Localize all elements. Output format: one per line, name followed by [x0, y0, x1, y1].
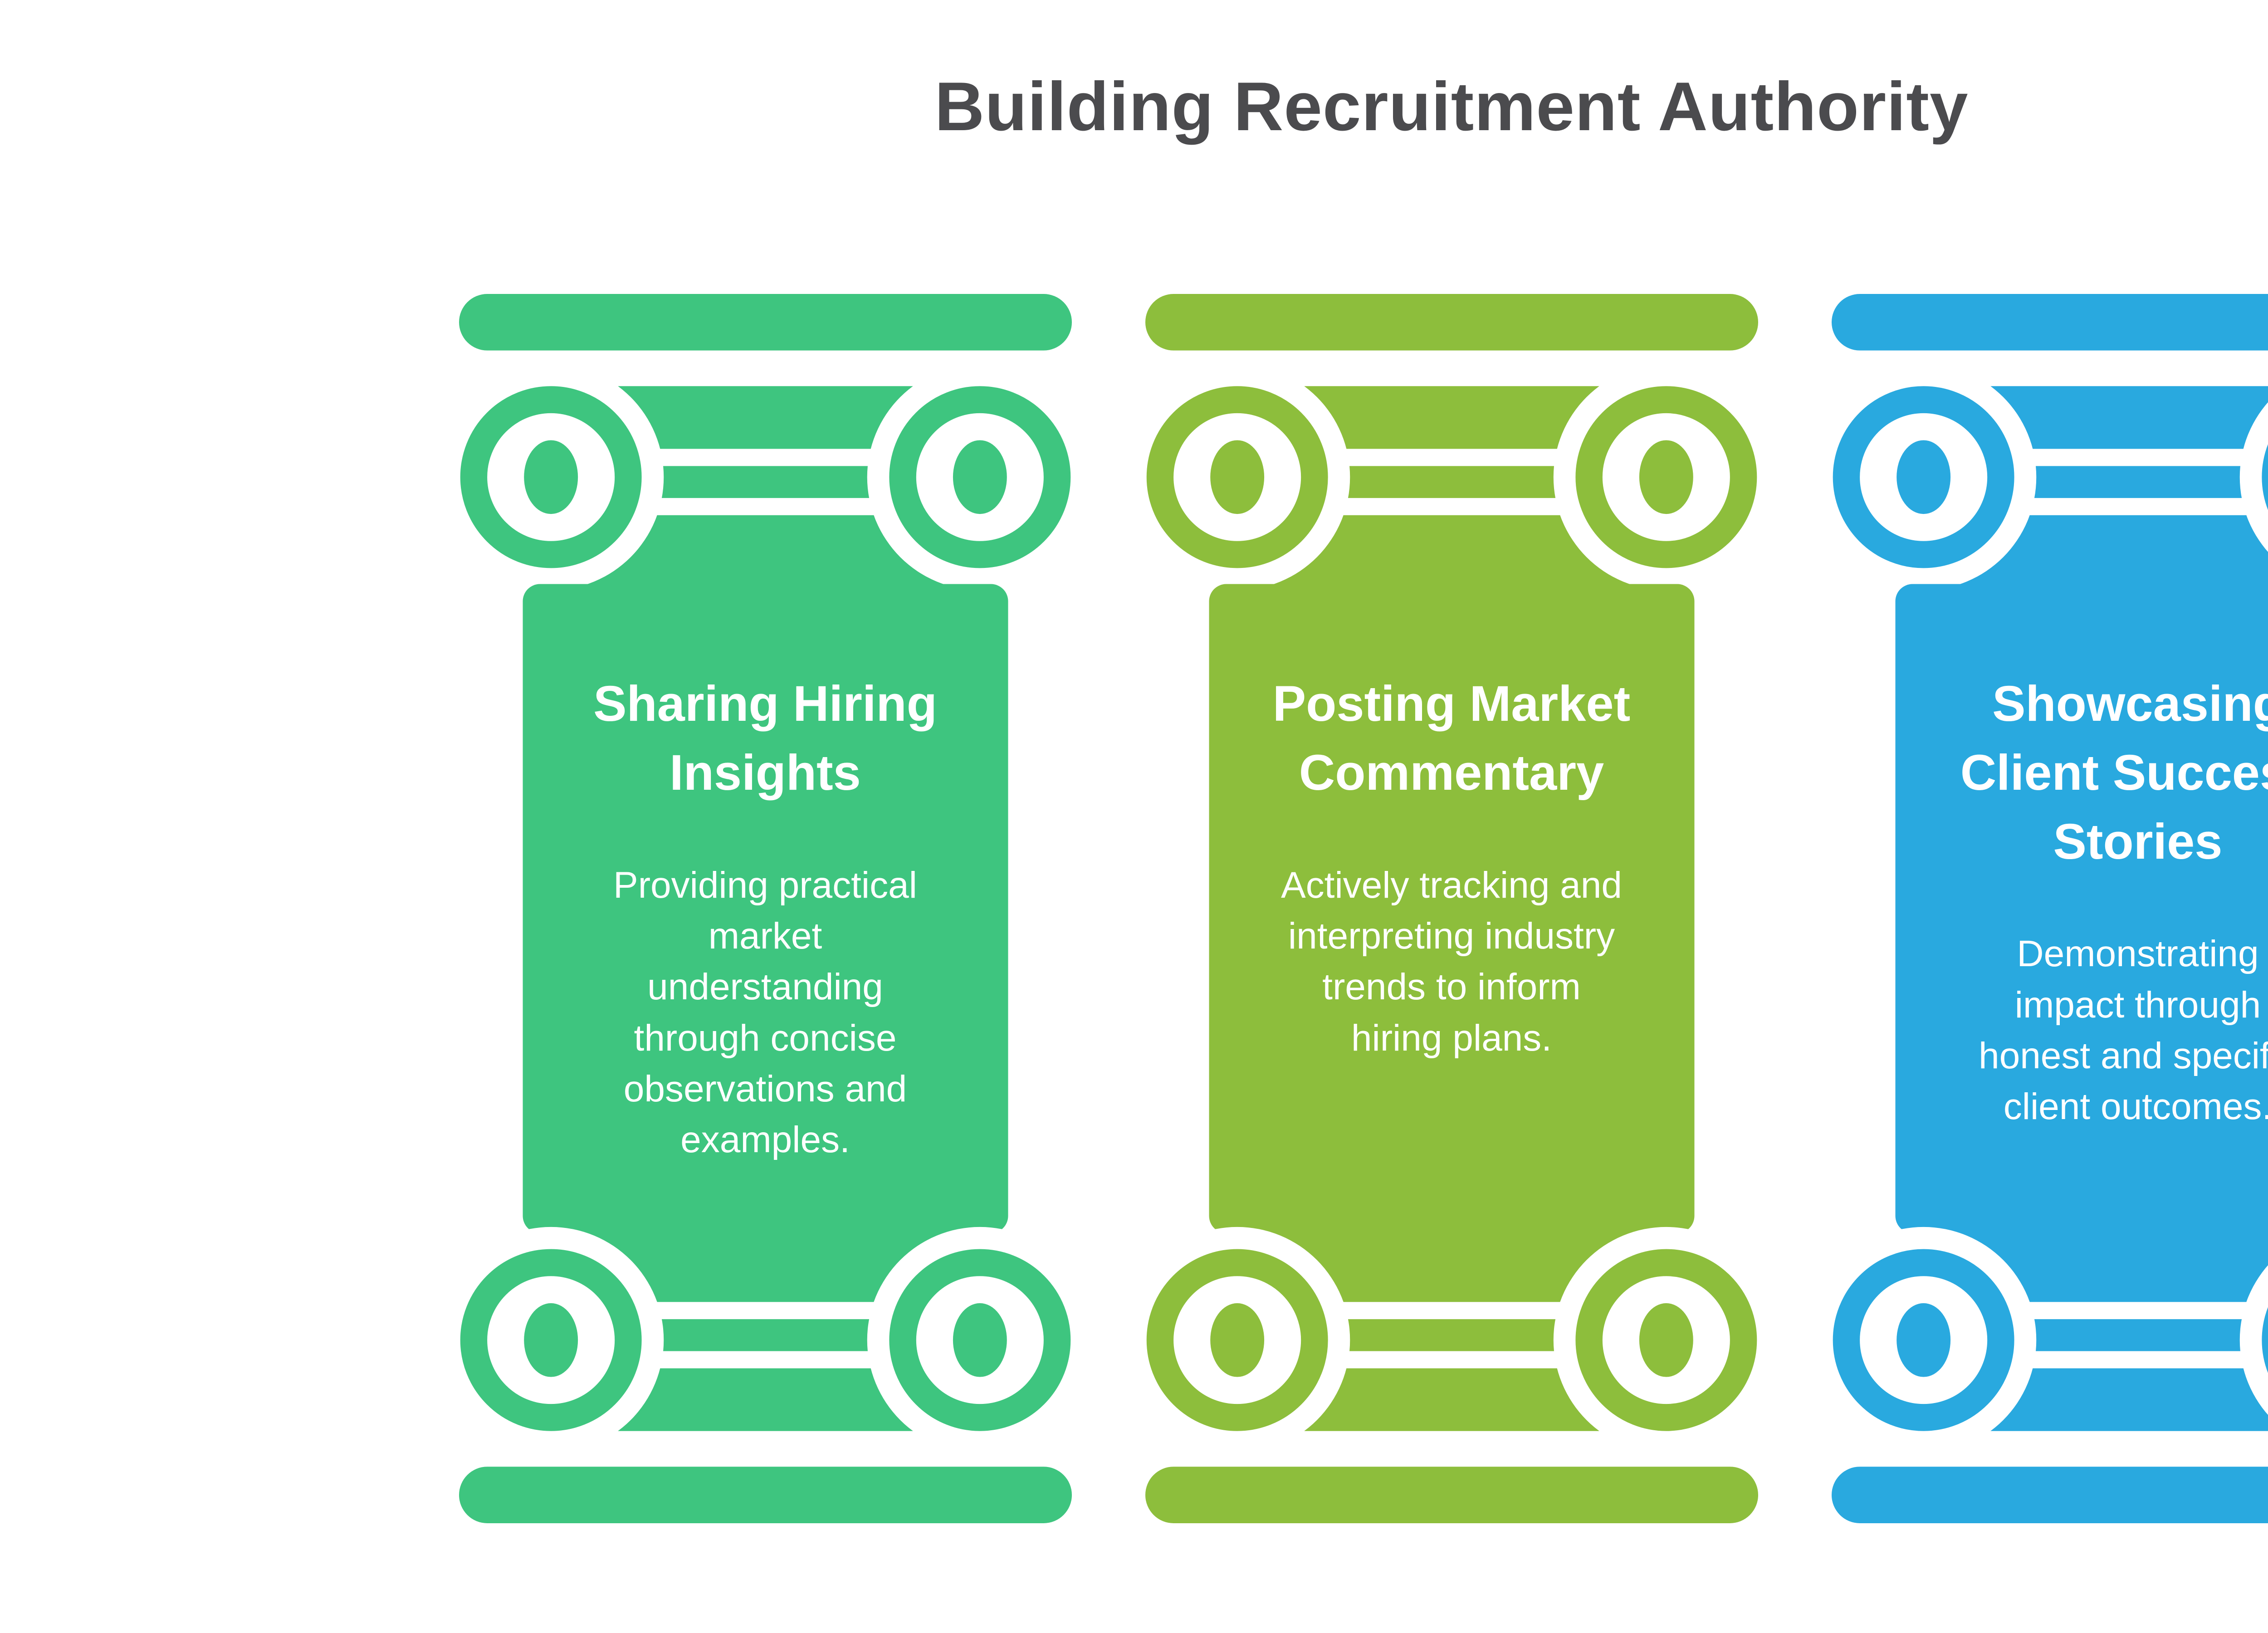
pillar-card-sharing-hiring-insights: Sharing Hiring Insights Providing practi…: [459, 294, 1072, 1523]
page-title: Building Recruitment Authority: [934, 68, 1969, 145]
pillar-card-showcasing-client-success-stories: Showcasing Client Success Stories Demons…: [1832, 294, 2268, 1523]
pillar-text-block: Posting Market Commentary Actively track…: [1222, 584, 1681, 1233]
pillar-description: Providing practical market understanding…: [613, 864, 917, 1161]
pillar-heading: Sharing Hiring Insights: [593, 676, 937, 801]
pillar-heading: Showcasing Client Success Stories: [1960, 676, 2268, 870]
pillar-text-block: Showcasing Client Success Stories Demons…: [1909, 584, 2268, 1233]
pillar-heading: Posting Market Commentary: [1272, 676, 1631, 801]
pillar-description: Actively tracking and interpreting indus…: [1281, 864, 1622, 1059]
pillars-row: Sharing Hiring Insights Providing practi…: [0, 294, 2268, 1523]
pillar-text-block: Sharing Hiring Insights Providing practi…: [536, 584, 995, 1233]
pillar-card-posting-market-commentary: Posting Market Commentary Actively track…: [1145, 294, 1758, 1523]
pillar-description: Demonstrating impact through honest and …: [1978, 933, 2268, 1128]
